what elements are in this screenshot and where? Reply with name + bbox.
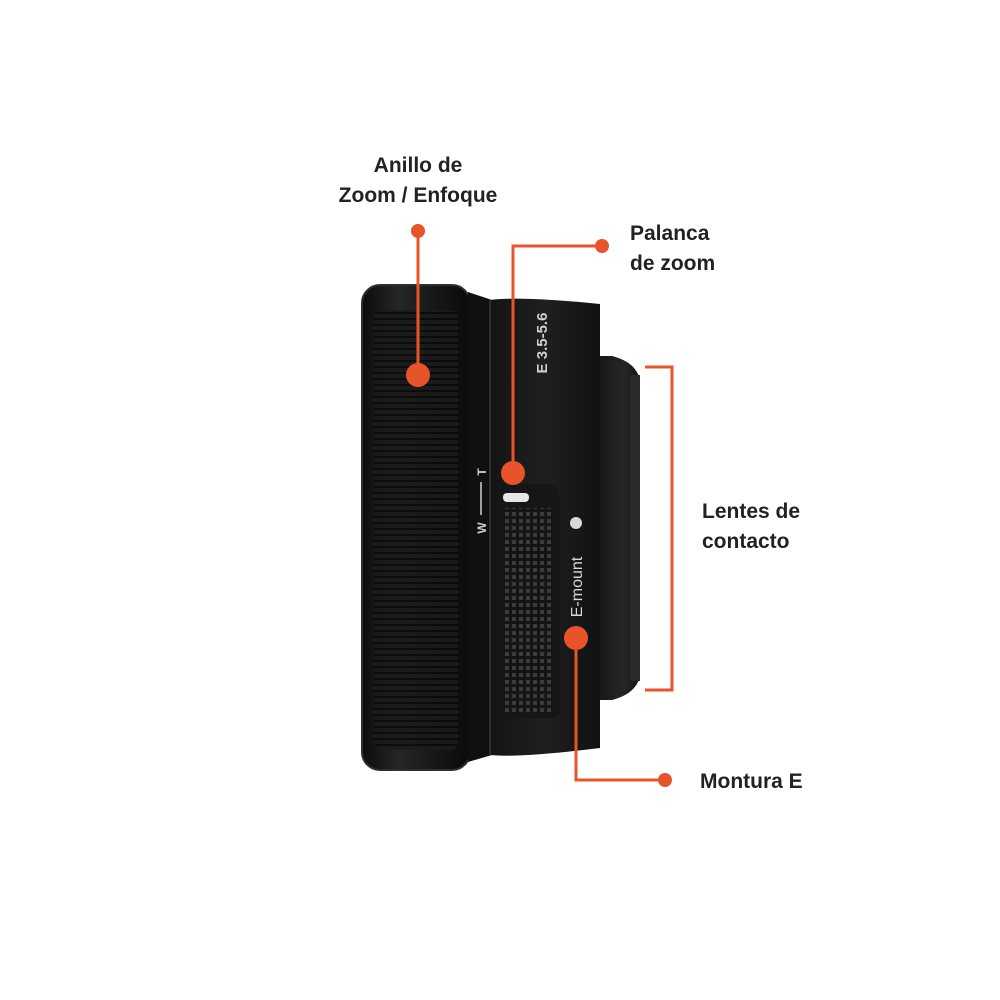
- callouts: [406, 224, 674, 787]
- model-marking: E 3.5-5.6: [534, 313, 551, 374]
- lever-callout-dot: [501, 461, 525, 485]
- ring-label-line2: Zoom / Enfoque: [338, 184, 498, 207]
- lever-label-line2: de zoom: [630, 252, 716, 275]
- ring-callout-dot-top: [411, 224, 425, 238]
- lever-label-line1: Palanca: [630, 222, 710, 245]
- wide-marking: W: [475, 522, 489, 534]
- e-mount-marking: E-mount: [569, 556, 586, 617]
- zoom-focus-ring: [361, 284, 471, 771]
- zoom-lever: [497, 484, 560, 718]
- lever-label: Palanca de zoom: [630, 219, 715, 279]
- ring-callout-dot: [406, 363, 430, 387]
- tele-marking: T: [475, 468, 489, 476]
- lever-indicator: [503, 493, 529, 502]
- mount-index-dot: [570, 517, 582, 529]
- contacts-bracket: [645, 365, 674, 692]
- ring-label-line1: Anillo de: [373, 154, 463, 177]
- ring-label: Anillo de Zoom / Enfoque: [318, 151, 518, 211]
- lens-markings: E 3.5-5.6 W T E-mount: [475, 313, 586, 618]
- mount-callout-line: [574, 638, 665, 782]
- mount-label: Montura E: [700, 767, 803, 797]
- mount-callout-dot-end: [658, 773, 672, 787]
- contacts-label-line1: Lentes de: [702, 500, 801, 523]
- mount-label-line1: Montura E: [700, 770, 803, 793]
- contacts-label-line2: contacto: [702, 530, 790, 553]
- contacts-label: Lentes de contacto: [702, 497, 800, 557]
- lever-callout-dot-end: [595, 239, 609, 253]
- mount-callout-dot: [564, 626, 588, 650]
- e-mount-flange: [570, 356, 640, 700]
- lever-callout-line: [511, 244, 602, 473]
